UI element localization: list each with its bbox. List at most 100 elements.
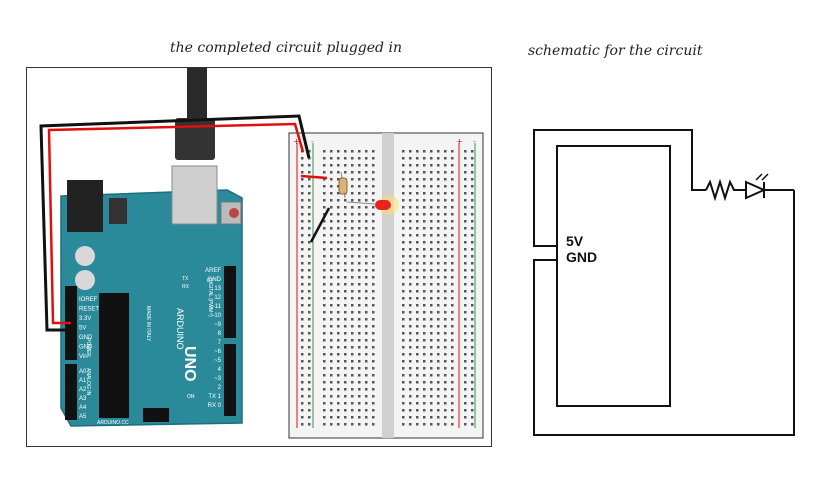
breadboard-hole — [471, 213, 474, 216]
breadboard-hole — [351, 304, 354, 307]
breadboard-hole — [344, 290, 347, 293]
breadboard-hole — [437, 248, 440, 251]
breadboard-hole — [365, 360, 368, 363]
breadboard-hole — [451, 269, 454, 272]
breadboard-hole — [409, 416, 412, 419]
breadboard-hole — [323, 367, 326, 370]
breadboard-hole — [416, 325, 419, 328]
breadboard-hole — [330, 157, 333, 160]
breadboard-hole — [372, 304, 375, 307]
breadboard-hole — [423, 290, 426, 293]
breadboard-hole — [351, 339, 354, 342]
breadboard-hole — [444, 402, 447, 405]
breadboard-hole — [330, 416, 333, 419]
board-led-label: TX — [182, 276, 189, 282]
breadboard-hole — [430, 220, 433, 223]
breadboard-hole — [337, 339, 340, 342]
breadboard-hole — [337, 213, 340, 216]
breadboard-hole — [471, 185, 474, 188]
breadboard-hole — [409, 178, 412, 181]
analog-pins-label: A3 — [79, 396, 87, 402]
breadboard-hole — [323, 262, 326, 265]
breadboard-hole — [402, 178, 405, 181]
breadboard-hole — [372, 423, 375, 426]
breadboard-hole — [351, 192, 354, 195]
breadboard-hole — [402, 332, 405, 335]
breadboard-hole — [471, 332, 474, 335]
breadboard-hole — [344, 325, 347, 328]
breadboard-hole — [330, 318, 333, 321]
breadboard-hole — [437, 192, 440, 195]
breadboard-hole — [471, 227, 474, 230]
breadboard-hole — [416, 227, 419, 230]
breadboard-hole — [416, 318, 419, 321]
breadboard-hole — [464, 171, 467, 174]
breadboard-hole — [416, 283, 419, 286]
breadboard-hole — [344, 374, 347, 377]
breadboard-hole — [358, 360, 361, 363]
breadboard-hole — [358, 409, 361, 412]
breadboard-hole — [323, 150, 326, 153]
breadboard-hole — [423, 353, 426, 356]
breadboard-hole — [416, 402, 419, 405]
breadboard-hole — [471, 269, 474, 272]
breadboard-hole — [402, 213, 405, 216]
breadboard-hole — [451, 325, 454, 328]
breadboard-hole — [402, 234, 405, 237]
digital-pins-label: 4 — [218, 367, 222, 373]
breadboard-hole — [444, 304, 447, 307]
breadboard-hole — [365, 213, 368, 216]
breadboard-hole — [351, 255, 354, 258]
breadboard-hole — [365, 269, 368, 272]
breadboard-hole — [330, 171, 333, 174]
breadboard-hole — [402, 241, 405, 244]
breadboard-hole — [416, 199, 419, 202]
breadboard-hole — [365, 255, 368, 258]
breadboard-hole — [358, 220, 361, 223]
board-led-label: L — [207, 278, 210, 284]
breadboard-hole — [464, 206, 467, 209]
breadboard-hole — [430, 269, 433, 272]
breadboard-hole — [430, 150, 433, 153]
breadboard-hole — [471, 206, 474, 209]
power-pins-label: Vin — [79, 354, 88, 360]
breadboard-hole — [337, 388, 340, 391]
breadboard-hole — [402, 297, 405, 300]
breadboard-hole — [464, 353, 467, 356]
breadboard-hole — [409, 227, 412, 230]
breadboard-hole — [308, 227, 311, 230]
digital-pins-label: 8 — [218, 331, 222, 337]
breadboard-hole — [323, 409, 326, 412]
breadboard-hole — [402, 199, 405, 202]
breadboard-hole — [437, 150, 440, 153]
breadboard-hole — [372, 297, 375, 300]
breadboard-hole — [416, 346, 419, 349]
breadboard-hole — [423, 346, 426, 349]
circuit-illustration: ARDUINO UNO ARDUINO.CC MADE IN ITALY POW… — [39, 68, 484, 439]
breadboard-hole — [437, 227, 440, 230]
breadboard-hole — [301, 339, 304, 342]
breadboard-hole — [409, 332, 412, 335]
breadboard-hole — [372, 402, 375, 405]
breadboard-holes — [301, 150, 474, 426]
breadboard-hole — [402, 353, 405, 356]
breadboard-hole — [409, 353, 412, 356]
breadboard-hole — [402, 360, 405, 363]
breadboard-hole — [437, 388, 440, 391]
analog-pins-label: A5 — [79, 414, 87, 420]
breadboard-hole — [464, 185, 467, 188]
schematic-5v-label: 5V — [566, 233, 584, 249]
usb-cable — [187, 68, 207, 123]
breadboard-hole — [351, 395, 354, 398]
icsp-header — [143, 408, 169, 422]
breadboard-hole — [430, 381, 433, 384]
breadboard-hole — [344, 220, 347, 223]
breadboard-hole — [372, 171, 375, 174]
breadboard-hole — [430, 402, 433, 405]
breadboard-hole — [323, 395, 326, 398]
breadboard-hole — [358, 388, 361, 391]
breadboard-hole — [365, 402, 368, 405]
breadboard-hole — [337, 185, 340, 188]
breadboard-hole — [301, 178, 304, 181]
